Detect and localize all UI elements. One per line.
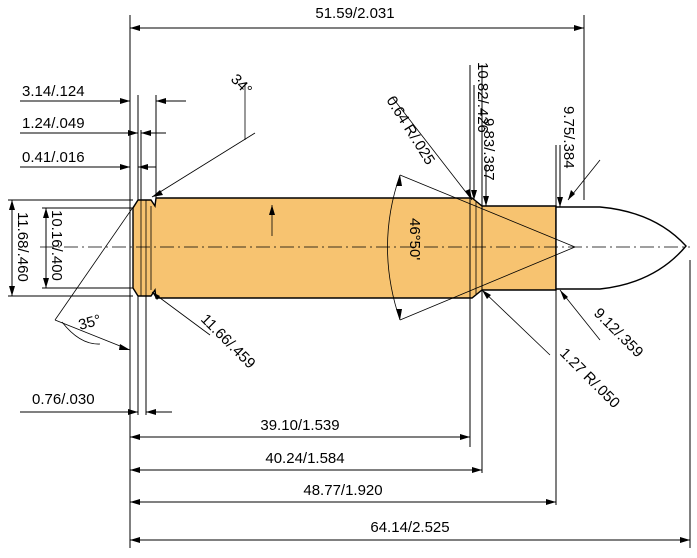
label-to-shoulder-start: 39.10/1.539 — [260, 417, 339, 434]
label-base-diameter: 11.66/.459 — [197, 311, 258, 372]
label-overall-length: 64.14/2.525 — [370, 519, 449, 536]
label-bullet-diameter: 9.75/.384 — [560, 106, 577, 169]
label-base-angle: 35° — [77, 312, 103, 334]
label-neck-inner: 9.12/.359 — [590, 305, 646, 361]
label-to-shoulder-end: 40.24/1.584 — [265, 450, 344, 467]
label-groove-width: 1.24/.049 — [22, 115, 85, 132]
label-rim-diameter: 11.68/.460 — [14, 212, 31, 282]
label-overall-case: 51.59/2.031 — [315, 5, 394, 22]
label-shoulder-radius: 0.64 R/.025 — [383, 93, 439, 168]
label-rim-thickness: 3.14/.124 — [22, 83, 85, 100]
label-rim-angle: 34° — [227, 71, 255, 99]
label-shoulder-angle: 46°50' — [406, 218, 423, 260]
label-groove-diameter: 10.16/.400 — [48, 210, 65, 281]
label-groove-offset: 0.41/.016 — [22, 149, 85, 166]
label-shoulder-diameter: 9.83/.387 — [480, 118, 497, 181]
label-bevel: 0.76/.030 — [32, 391, 95, 408]
bullet — [555, 206, 687, 290]
label-neck-radius: 1.27 R/.050 — [556, 345, 623, 412]
label-case-length: 48.77/1.920 — [303, 482, 382, 499]
label-neck-diameter: 10.82/.426 — [474, 62, 491, 133]
